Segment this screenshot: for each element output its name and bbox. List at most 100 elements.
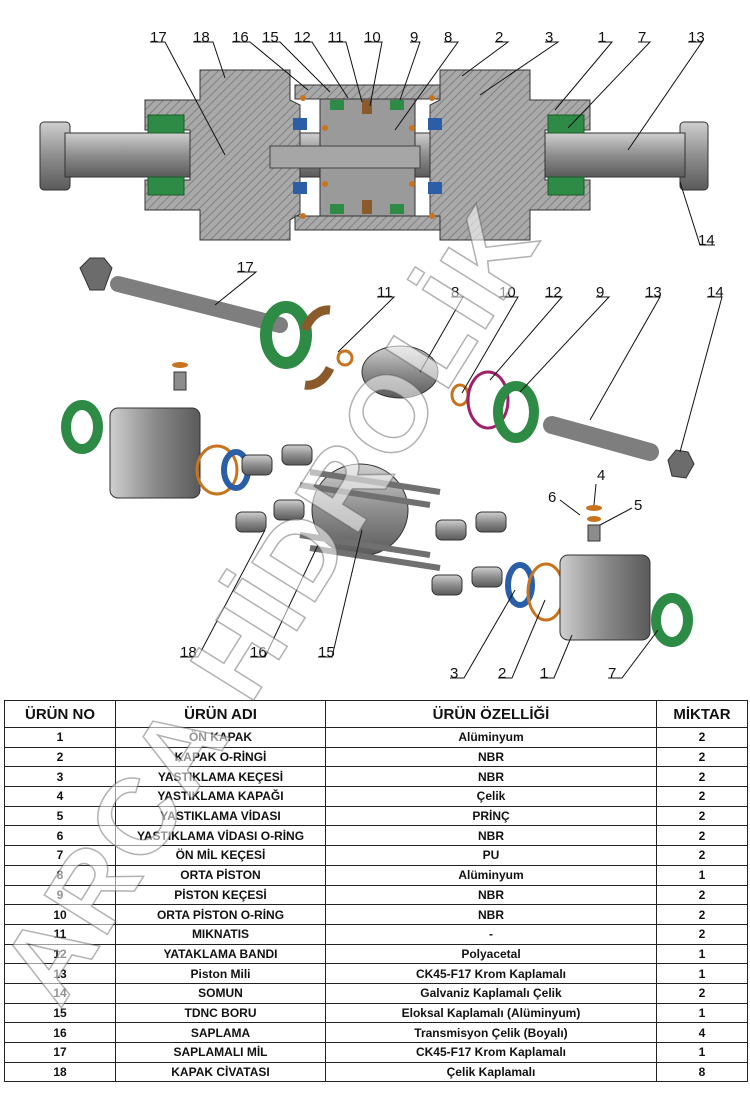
callout-1: 1 [540, 665, 548, 682]
callout-10: 10 [499, 284, 516, 301]
callout-16: 16 [232, 29, 249, 46]
cell-urun-no: 12 [4, 943, 116, 965]
callout-9: 9 [596, 284, 604, 301]
cell-miktar: 2 [656, 766, 748, 788]
cell-urun-adi: KAPAK O-RİNGİ [115, 746, 326, 768]
callout-18: 18 [193, 29, 210, 46]
callout-2: 2 [495, 29, 503, 46]
cell-urun-adi: YATAKLAMA BANDI [115, 943, 326, 965]
cell-urun-ozelligi: NBR [325, 746, 657, 768]
cell-urun-ozelligi: NBR [325, 904, 657, 925]
cell-urun-no: 3 [4, 766, 116, 788]
table-header-row: ÜRÜN NO ÜRÜN ADI ÜRÜN ÖZELLİĞİ MİKTAR [4, 700, 748, 728]
callout-9: 9 [410, 29, 418, 46]
cell-urun-adi: ÖN KAPAK [115, 727, 326, 748]
cell-urun-no: 18 [4, 1061, 116, 1083]
exploded-view [61, 257, 695, 647]
callout-1: 1 [598, 29, 606, 46]
cell-urun-adi: ORTA PİSTON [115, 864, 326, 886]
callout-6: 6 [548, 489, 556, 506]
cell-urun-ozelligi: Çelik Kaplamalı [325, 1061, 657, 1083]
callout-14: 14 [698, 232, 715, 249]
callout-12: 12 [294, 29, 311, 46]
exploded-leader-lines [180, 271, 723, 679]
cell-urun-no: 14 [4, 982, 116, 1004]
callout-16: 16 [250, 644, 267, 661]
section-callouts: 17 18 16 15 12 11 10 9 8 2 3 1 7 13 14 [150, 29, 715, 249]
cell-miktar: 4 [656, 1022, 748, 1043]
cell-urun-adi: ÖN MİL KEÇESİ [115, 845, 326, 866]
cell-urun-adi: SAPLAMALI MİL [115, 1042, 326, 1063]
callout-17: 17 [237, 259, 254, 276]
cell-urun-ozelligi: Çelik [325, 786, 657, 807]
cell-urun-adi: Piston Mili [115, 963, 326, 984]
callout-5: 5 [634, 497, 642, 514]
cell-urun-ozelligi: PRİNÇ [325, 805, 657, 827]
cell-urun-ozelligi: CK45-F17 Krom Kaplamalı [325, 963, 657, 984]
cross-section-view [39, 69, 709, 241]
header-urun-ozelligi: ÜRÜN ÖZELLİĞİ [325, 700, 657, 728]
callout-13: 13 [645, 284, 662, 301]
cell-miktar: 1 [656, 963, 748, 984]
cell-miktar: 2 [656, 904, 748, 925]
cell-urun-adi: YASTIKLAMA VİDASI [115, 805, 326, 827]
cell-urun-no: 17 [4, 1042, 116, 1063]
cell-urun-ozelligi: Eloksal Kaplamalı (Alüminyum) [325, 1002, 657, 1024]
callout-7: 7 [608, 665, 616, 682]
cell-urun-no: 11 [4, 923, 116, 945]
cell-urun-no: 4 [4, 786, 116, 807]
callout-15: 15 [318, 644, 335, 661]
cell-urun-ozelligi: NBR [325, 884, 657, 906]
cell-miktar: 1 [656, 864, 748, 886]
callout-15: 15 [262, 29, 279, 46]
cell-urun-no: 10 [4, 904, 116, 925]
cell-urun-ozelligi: Polyacetal [325, 943, 657, 965]
cell-urun-adi: ORTA PİSTON O-RİNG [115, 904, 326, 925]
cell-miktar: 2 [656, 825, 748, 847]
cell-urun-no: 16 [4, 1022, 116, 1043]
cell-urun-ozelligi: NBR [325, 766, 657, 788]
callout-2: 2 [498, 665, 506, 682]
cell-miktar: 2 [656, 982, 748, 1004]
leader-lines [150, 41, 715, 246]
cell-urun-adi: YASTIKLAMA KAPAĞI [115, 786, 326, 807]
cell-urun-ozelligi: - [325, 923, 657, 945]
callout-11: 11 [328, 29, 344, 46]
callout-10: 10 [364, 29, 381, 46]
cell-urun-no: 2 [4, 746, 116, 768]
cell-urun-ozelligi: Alüminyum [325, 864, 657, 886]
cell-urun-no: 13 [4, 963, 116, 984]
cell-urun-no: 15 [4, 1002, 116, 1024]
callout-4: 4 [597, 467, 605, 484]
cell-miktar: 1 [656, 1042, 748, 1063]
cell-urun-adi: YASTIKLAMA VİDASI O-RİNG [115, 825, 326, 847]
cell-miktar: 2 [656, 805, 748, 827]
cell-urun-adi: SAPLAMA [115, 1022, 326, 1043]
callout-3: 3 [450, 665, 458, 682]
callout-17: 17 [150, 29, 167, 46]
header-miktar: MİKTAR [656, 700, 748, 728]
cell-urun-no: 9 [4, 884, 116, 906]
cell-miktar: 2 [656, 746, 748, 768]
cell-miktar: 2 [656, 845, 748, 866]
cell-miktar: 2 [656, 786, 748, 807]
cell-miktar: 2 [656, 884, 748, 906]
header-urun-no: ÜRÜN NO [4, 700, 116, 728]
cell-miktar: 8 [656, 1061, 748, 1083]
cell-urun-no: 5 [4, 805, 116, 827]
technical-drawing: 17 18 16 15 12 11 10 9 8 2 3 1 7 13 14 1… [39, 29, 724, 682]
